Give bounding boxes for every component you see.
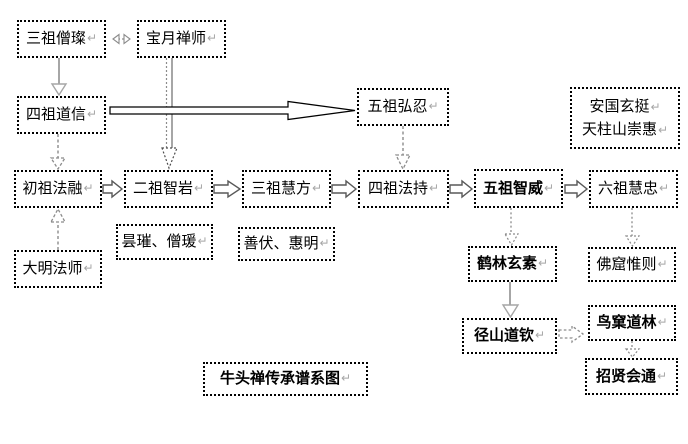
- edge-farong-zhiyan: [102, 179, 124, 199]
- pilcrow-mark: ↵: [656, 368, 668, 383]
- pilcrow-mark: ↵: [197, 234, 208, 249]
- node-shanfu-huiming[interactable]: 善伏、惠明↵: [238, 227, 335, 261]
- pilcrow-mark: ↵: [428, 99, 439, 114]
- pilcrow-mark: ↵: [657, 315, 668, 330]
- node-label: 佛窟惟则: [596, 254, 657, 273]
- edge-fachi-zhiwei: [449, 179, 474, 199]
- node-label: 鸟窠道林: [596, 313, 657, 332]
- node-label: 善伏、惠明: [243, 234, 319, 253]
- node-line-1: 安国玄挺↵: [589, 96, 661, 115]
- node-label: 三祖僧璨: [25, 29, 86, 48]
- node-zhiwei[interactable]: 五祖智威↵: [474, 169, 563, 208]
- pilcrow-mark: ↵: [650, 99, 661, 114]
- node-huifang[interactable]: 三祖慧方↵: [242, 170, 331, 208]
- edge-jingshan-niaoke: [558, 324, 585, 344]
- edge-daoxin-hongren: [109, 100, 356, 121]
- edge-zhiwei-helin: [503, 208, 520, 247]
- node-label: 四祖法持: [367, 179, 428, 198]
- node-label: 四祖道信: [25, 105, 86, 124]
- pilcrow-mark: ↵: [657, 123, 669, 137]
- pilcrow-mark: ↵: [83, 261, 94, 276]
- node-label: 三祖慧方: [250, 179, 311, 198]
- edge-daming-farong: [49, 207, 67, 250]
- node-anguo-tianzhu[interactable]: 安国玄挺↵ 天柱山崇惠↵: [570, 87, 680, 149]
- node-farong[interactable]: 初祖法融↵: [14, 170, 102, 208]
- pilcrow-mark: ↵: [83, 181, 94, 196]
- pilcrow-mark: ↵: [543, 180, 555, 195]
- node-tancui-sengyuan[interactable]: 昙璀、僧瑗↵: [116, 224, 213, 260]
- edge-zhiyan-huifang: [213, 179, 242, 199]
- node-fokuweize[interactable]: 佛窟惟则↵: [588, 247, 676, 282]
- node-label: 昙璀、僧瑗: [121, 232, 197, 251]
- pilcrow-mark: ↵: [537, 256, 549, 271]
- node-label: 招贤会通: [595, 366, 656, 385]
- edge-daoxin-farong: [49, 134, 67, 171]
- edge-sengcan-baoyue: [112, 33, 131, 45]
- pilcrow-mark: ↵: [311, 181, 323, 196]
- node-huizhong[interactable]: 六祖慧忠↵: [589, 170, 678, 208]
- node-daoxin[interactable]: 四祖道信↵: [17, 96, 106, 134]
- node-niaoke[interactable]: 鸟窠道林↵: [588, 305, 676, 341]
- edge-sengcan-daoxin: [50, 58, 68, 97]
- node-label: 鹤林玄素: [476, 254, 537, 273]
- node-label: 二祖智岩: [132, 179, 193, 198]
- edge-baoyue-zhiyan: [161, 58, 178, 170]
- node-jingshan[interactable]: 径山道钦↵: [462, 318, 557, 354]
- diagram-title-box: 牛头禅传承谱系图↵: [203, 362, 368, 396]
- node-fachi[interactable]: 四祖法持↵: [358, 170, 449, 208]
- node-label: 五祖智威: [482, 178, 543, 197]
- node-line-2: 天柱山崇惠↵: [581, 120, 669, 138]
- node-sengcan[interactable]: 三祖僧璨↵: [17, 20, 106, 58]
- pilcrow-mark: ↵: [86, 107, 98, 122]
- pilcrow-mark: ↵: [428, 181, 440, 196]
- node-label: 初祖法融: [22, 179, 83, 198]
- node-label: 五祖弘忍: [367, 97, 428, 116]
- node-label: 宝月禅师: [145, 29, 206, 48]
- diagram-title: 牛头禅传承谱系图: [219, 369, 340, 388]
- edge-helin-jingshan: [501, 282, 520, 319]
- node-zhiyan[interactable]: 二祖智岩↵: [124, 170, 213, 208]
- edge-zhiwei-huizhong: [564, 179, 589, 199]
- node-label: 径山道钦: [473, 326, 534, 345]
- edge-hongren-fachi: [394, 126, 412, 171]
- pilcrow-mark: ↵: [657, 256, 668, 271]
- pilcrow-mark: ↵: [86, 31, 98, 46]
- node-daming[interactable]: 大明法师↵: [14, 250, 102, 288]
- pilcrow-mark: ↵: [206, 31, 218, 46]
- edge-huifang-fachi: [331, 179, 358, 199]
- pilcrow-mark: ↵: [193, 181, 205, 196]
- node-helin[interactable]: 鹤林玄素↵: [468, 246, 557, 282]
- node-label: 大明法师: [22, 259, 83, 278]
- node-baoyue[interactable]: 宝月禅师↵: [137, 20, 226, 58]
- edge-huizhong-fokuwei: [624, 208, 641, 248]
- node-zhaoxian[interactable]: 招贤会通↵: [585, 358, 678, 395]
- node-label: 六祖慧忠: [597, 179, 658, 198]
- pilcrow-mark: ↵: [534, 328, 546, 343]
- pilcrow-mark: ↵: [340, 371, 352, 386]
- pilcrow-mark: ↵: [319, 236, 330, 251]
- edge-niaoke-zhaoxian: [624, 341, 641, 358]
- node-hongren[interactable]: 五祖弘忍↵: [357, 88, 449, 126]
- pilcrow-mark: ↵: [658, 181, 670, 196]
